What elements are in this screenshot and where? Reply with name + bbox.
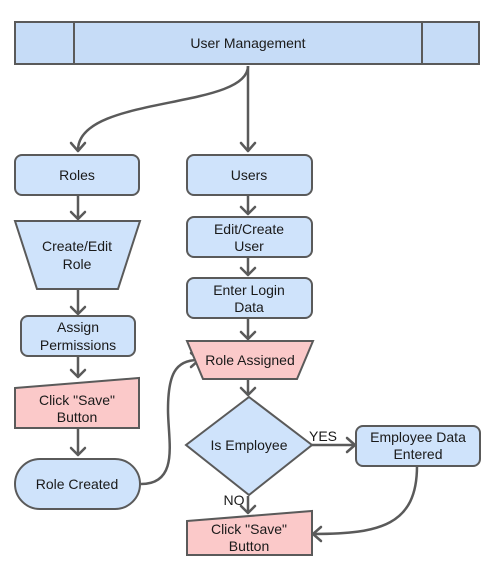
edge-role-created-to-role-assigned: [140, 358, 199, 486]
create-edit-role-line1: Create/Edit: [42, 238, 112, 254]
arrowhead-roles: [69, 141, 87, 153]
node-employee-data-entered[interactable]: Employee Data Entered: [355, 425, 481, 467]
enter-login-data-line1: Enter Login: [213, 282, 285, 298]
arrowhead-save-bottom: [239, 504, 257, 515]
arrowhead-save-left: [69, 368, 87, 379]
node-click-save-bottom[interactable]: Click "Save" Button: [186, 509, 313, 556]
node-enter-login-data[interactable]: Enter Login Data: [186, 277, 313, 319]
create-edit-role-shape: [13, 220, 142, 290]
node-role-created[interactable]: Role Created: [14, 458, 141, 510]
enter-login-data-line2: Data: [234, 299, 264, 315]
role-created-box: [14, 458, 141, 510]
edit-create-user-line1: Edit/Create: [214, 221, 284, 237]
edge-employee-data-to-save: [313, 465, 419, 536]
user-management-label: User Management: [190, 35, 305, 51]
node-create-edit-role[interactable]: Create/Edit Role: [13, 220, 142, 290]
node-role-assigned[interactable]: Role Assigned: [185, 340, 315, 380]
edit-create-user-line2: User: [234, 238, 264, 254]
users-box: [186, 154, 313, 196]
node-roles[interactable]: Roles: [14, 154, 140, 196]
role-assigned-label: Role Assigned: [205, 352, 295, 368]
node-assign-permissions[interactable]: Assign Permissions: [20, 315, 136, 357]
arrowhead-edit-user: [239, 205, 257, 216]
node-user-management[interactable]: User Management: [14, 21, 480, 65]
role-assigned-shape: [185, 340, 315, 380]
users-label: Users: [231, 167, 268, 183]
user-management-box: [14, 21, 480, 65]
arrowhead-assign: [69, 305, 87, 316]
roles-box: [14, 154, 140, 196]
click-save-left-line2: Button: [57, 409, 97, 425]
click-save-bottom-line1: Click "Save": [211, 521, 287, 537]
assign-permissions-box: [20, 315, 136, 357]
assign-permissions-line1: Assign: [57, 319, 99, 335]
edge-usermgmt-to-roles: [76, 65, 250, 151]
edge-label-no: NO: [224, 492, 245, 508]
employee-data-entered-box: [355, 425, 481, 467]
edge-label-yes: YES: [309, 428, 337, 444]
arrowhead-users: [239, 141, 257, 153]
arrowhead-login: [239, 266, 257, 277]
click-save-bottom-shape: [186, 509, 313, 556]
click-save-left-line1: Click "Save": [39, 392, 115, 408]
node-users[interactable]: Users: [186, 154, 313, 196]
node-edit-create-user[interactable]: Edit/Create User: [186, 216, 313, 258]
create-edit-role-line2: Role: [63, 256, 92, 272]
role-created-label: Role Created: [36, 476, 119, 492]
employee-data-entered-line1: Employee Data: [370, 429, 466, 445]
arrowhead-role-created: [69, 446, 87, 457]
is-employee-label: Is Employee: [210, 437, 287, 453]
click-save-bottom-line2: Button: [229, 538, 269, 554]
node-is-employee[interactable]: Is Employee: [184, 395, 314, 497]
edit-create-user-box: [186, 216, 313, 258]
arrowhead-create-role: [69, 210, 87, 221]
click-save-left-shape: [14, 376, 140, 429]
arrowhead-role-assigned-top: [239, 330, 257, 341]
is-employee-diamond: [184, 395, 314, 497]
enter-login-data-box: [186, 277, 313, 319]
assign-permissions-line2: Permissions: [40, 337, 116, 353]
employee-data-entered-line2: Entered: [393, 446, 442, 462]
arrowhead-decision: [239, 386, 257, 397]
node-click-save-left[interactable]: Click "Save" Button: [14, 376, 140, 429]
roles-label: Roles: [59, 167, 95, 183]
